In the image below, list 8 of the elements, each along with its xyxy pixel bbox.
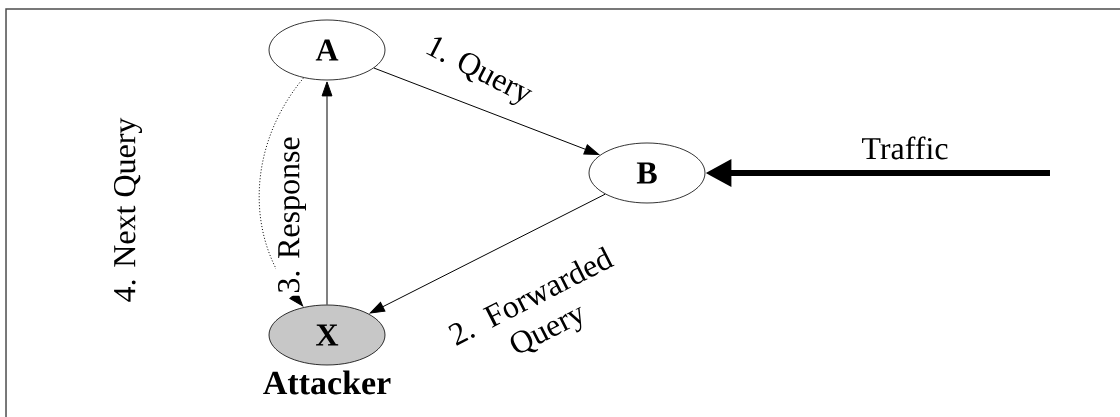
- edge-label: 1. Query: [417, 30, 539, 114]
- arrow: [373, 67, 600, 155]
- arrow: [321, 81, 333, 306]
- edge-label: 3. Response: [276, 134, 308, 296]
- edge-label: Traffic: [859, 134, 951, 162]
- arrow: [369, 193, 606, 314]
- edge-label: 4. Next Query: [111, 115, 145, 305]
- node-caption: Attacker: [263, 370, 391, 395]
